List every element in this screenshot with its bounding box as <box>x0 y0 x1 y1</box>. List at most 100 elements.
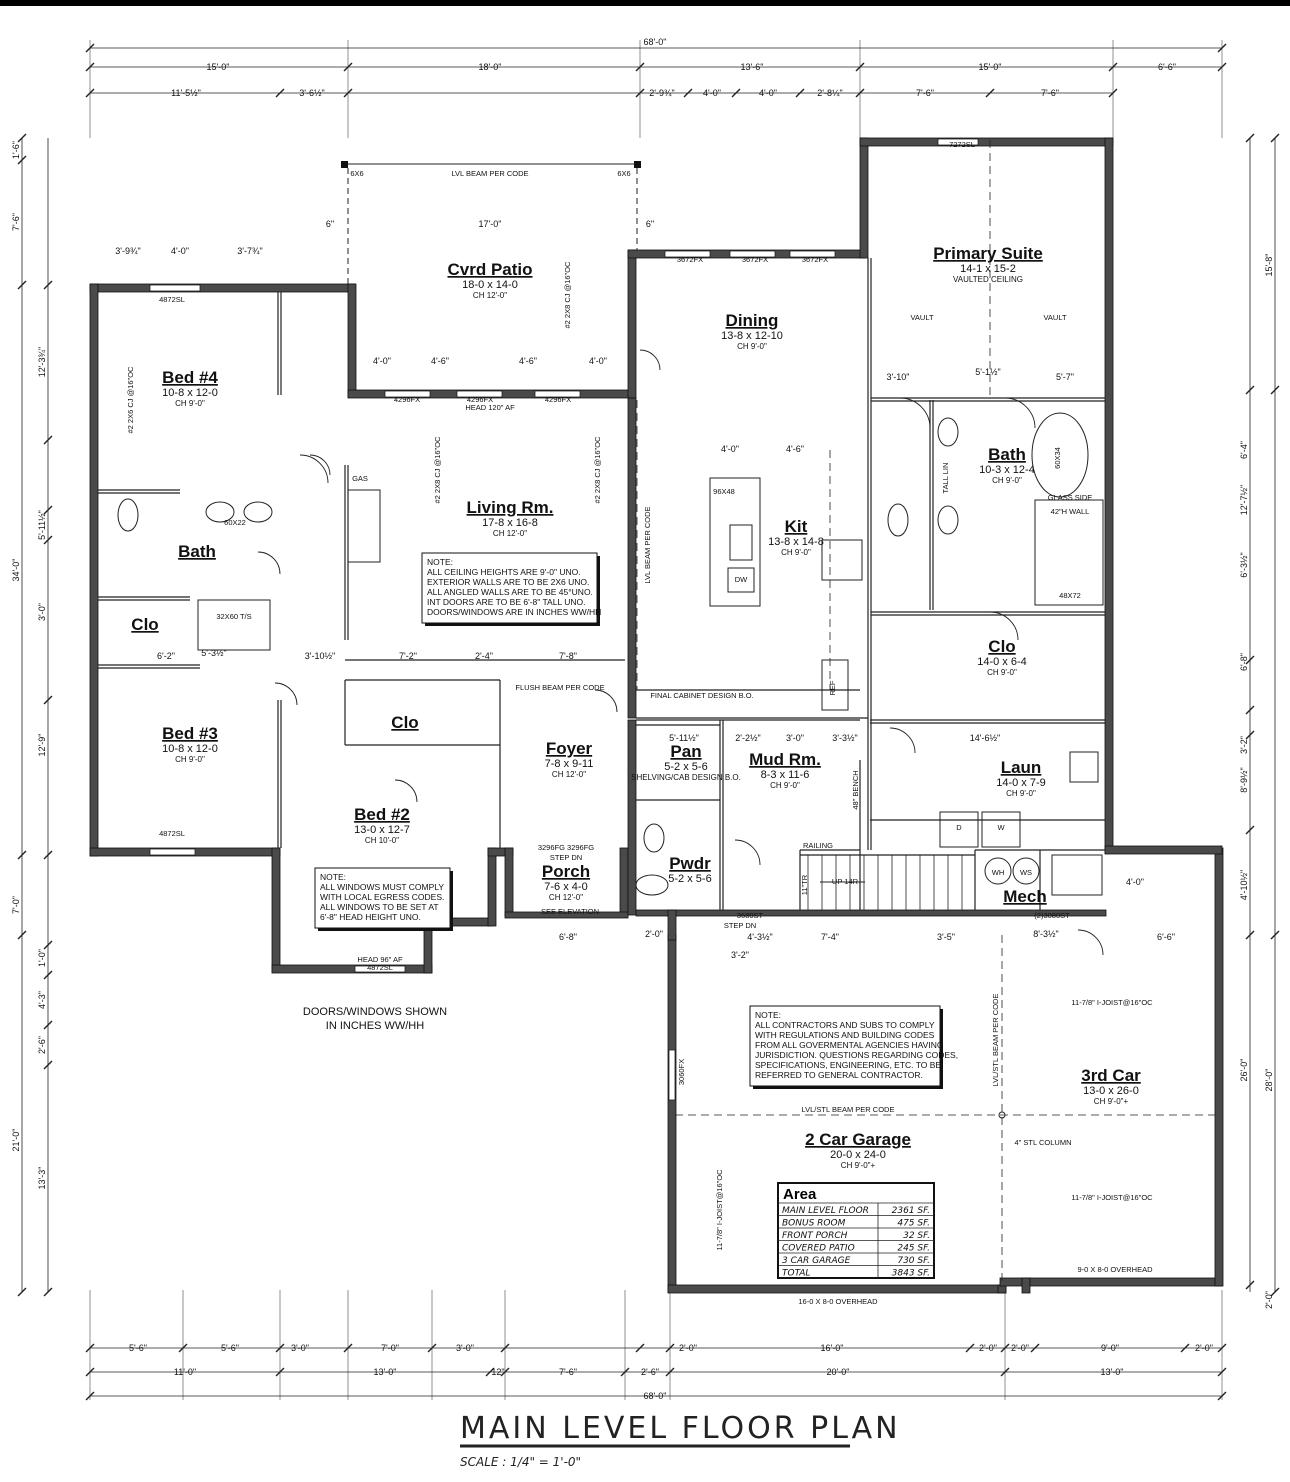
dimension-label: 12" <box>491 1367 504 1377</box>
dimension-label: 13'-0" <box>374 1367 397 1377</box>
tub-icon <box>197 599 271 651</box>
dimension-tick <box>17 1287 27 1297</box>
shower-label: 48X72 <box>1059 591 1081 600</box>
bed3-window-label: 4872SL <box>159 829 185 838</box>
fixtures <box>117 138 1104 1119</box>
door-swing-icon <box>899 397 931 429</box>
dimension-label: 6'-3½" <box>1239 552 1249 577</box>
window-icon <box>354 965 406 973</box>
room-dimensions: 8-3 x 11-6 <box>761 769 810 781</box>
room-dimensions: 17-8 x 16-8 <box>482 517 538 529</box>
garage-beam-label: LVL/STL BEAM PER CODE <box>802 1105 895 1114</box>
dimension-label: 4'-0" <box>759 88 777 98</box>
dimension-label: 3'-10" <box>887 372 910 382</box>
dimension-tick <box>965 1343 975 1353</box>
joist-v-label: 11-7/8" I-JOIST@16"OC <box>715 1169 724 1251</box>
dimension-tick <box>43 1060 53 1070</box>
room-ceiling-note: CH 12'-0" <box>473 291 507 300</box>
window-icon <box>534 390 581 398</box>
dimension-tick <box>43 1020 53 1030</box>
exterior-wall <box>667 934 677 1293</box>
dimension-tick <box>43 435 53 445</box>
dimension-label: 3'-2" <box>1239 736 1249 754</box>
room-dimensions: 5-2 x 5-6 <box>664 761 707 773</box>
dimension-label: 6'-4" <box>1239 441 1249 459</box>
room-dimensions: 14-0 x 6-4 <box>977 656 1027 668</box>
window-icon <box>937 138 979 146</box>
room-dimensions: 5-2 x 5-6 <box>668 873 711 885</box>
exterior-wall <box>487 847 497 927</box>
contractors-note-line: JURISDICTION. QUESTIONS REGARDING CODES, <box>755 1050 958 1060</box>
primary-window-label: 7272SL <box>949 140 975 149</box>
area-row-value: 730 SF. <box>897 1256 930 1266</box>
dimension-lines <box>17 40 1280 1401</box>
contractors-note-box <box>749 1005 941 1087</box>
dimension-tick <box>485 1367 495 1377</box>
room-dimensions: 18-0 x 14-0 <box>462 279 518 291</box>
doors-windows-note: DOORS/WINDOWS SHOWN <box>303 1006 447 1018</box>
dimension-label: 15'-0" <box>979 62 1002 72</box>
exterior-wall <box>1104 137 1114 854</box>
area-row-value: 3843 SF. <box>892 1269 930 1279</box>
room-name: Bed #4 <box>162 368 218 387</box>
dimension-label: 4'-0" <box>703 88 721 98</box>
room-name: Bed #2 <box>354 805 410 824</box>
exterior-wall <box>619 847 629 917</box>
dimension-label: 2'-9¾" <box>649 88 674 98</box>
dimension-label: 6'-6" <box>1157 932 1175 942</box>
window-label: 3672FX <box>802 255 828 264</box>
room-dimensions: 14-1 x 15-2 <box>960 263 1016 275</box>
general-note-box <box>421 552 598 624</box>
dimension-label: 3'-0" <box>37 603 47 621</box>
patio-beam-label: LVL BEAM PER CODE <box>451 169 528 178</box>
exterior-wall <box>504 847 514 917</box>
mech-door-label: (2)3080ST <box>1034 911 1070 920</box>
exterior-wall <box>271 964 433 974</box>
dimension-label: 2'-0" <box>979 1343 997 1353</box>
dimension-tick <box>795 88 805 98</box>
dimension-label: 3'-0" <box>291 1343 309 1353</box>
window-label: 3672FX <box>742 255 768 264</box>
dimension-label: 2'-0" <box>1264 1291 1274 1309</box>
sink-icon <box>937 505 959 535</box>
room-ceiling-note: CH 9'-0"+ <box>841 1161 876 1170</box>
window-icon <box>789 250 836 258</box>
area-row-label: FRONT PORCH <box>782 1231 848 1241</box>
dimension-label: 2'-0" <box>679 1343 697 1353</box>
dimension-tick <box>1270 133 1280 143</box>
area-row-label: 3 CAR GARAGE <box>782 1256 851 1266</box>
dimension-label: 12'-9" <box>37 734 47 757</box>
dimension-label: 6'-6" <box>1158 62 1176 72</box>
dimension-tick <box>1245 825 1255 835</box>
dimension-tick <box>1245 730 1255 740</box>
dimension-label: 7'-8" <box>559 651 577 661</box>
area-row-value: 245 SF. <box>897 1244 930 1254</box>
dimension-tick <box>43 535 53 545</box>
living-head-label: HEAD 120" AF <box>465 403 515 412</box>
area-row-label: BONUS ROOM <box>782 1219 846 1229</box>
general-note-line: EXTERIOR WALLS ARE TO BE 2X6 UNO. <box>427 577 589 587</box>
room-dimensions: 13-0 x 26-0 <box>1083 1085 1139 1097</box>
contractors-note-line: SPECIFICATIONS, ENGINEERING, ETC. TO BE <box>755 1060 941 1070</box>
area-row-label: COVERED PATIO <box>782 1244 855 1254</box>
windows-note-line: NOTE: <box>320 872 346 882</box>
room-ceiling-note: CH 9'-0" <box>175 399 205 408</box>
plan-title: MAIN LEVEL FLOOR PLAN <box>460 1411 901 1446</box>
dishwasher-icon <box>727 567 755 593</box>
plan-scale: SCALE : 1/4" = 1'-0" <box>460 1455 581 1469</box>
dimension-tick <box>43 940 53 950</box>
cj-3-label: #2 2X8 CJ @16"OC <box>433 436 442 504</box>
column-label: 4" STL COLUMN <box>1015 1138 1072 1147</box>
furnace-icon <box>1051 854 1103 896</box>
general-note-line: ALL ANGLED WALLS ARE TO BE 45°UNO. <box>427 587 593 597</box>
dimension-label: 4'-6" <box>519 356 537 366</box>
dimension-label: 3'-2" <box>731 950 749 960</box>
dimension-label: 4'-0" <box>373 356 391 366</box>
dimension-label: 1'-0" <box>37 949 47 967</box>
dimension-tick <box>1270 1287 1280 1297</box>
room-ceiling-note: SHELVING/CAB DESIGN B.O. <box>631 773 741 782</box>
water-heater-icon <box>984 857 1012 885</box>
gas-label: GAS <box>352 474 368 483</box>
dimension-label: 34'-0" <box>11 559 21 582</box>
